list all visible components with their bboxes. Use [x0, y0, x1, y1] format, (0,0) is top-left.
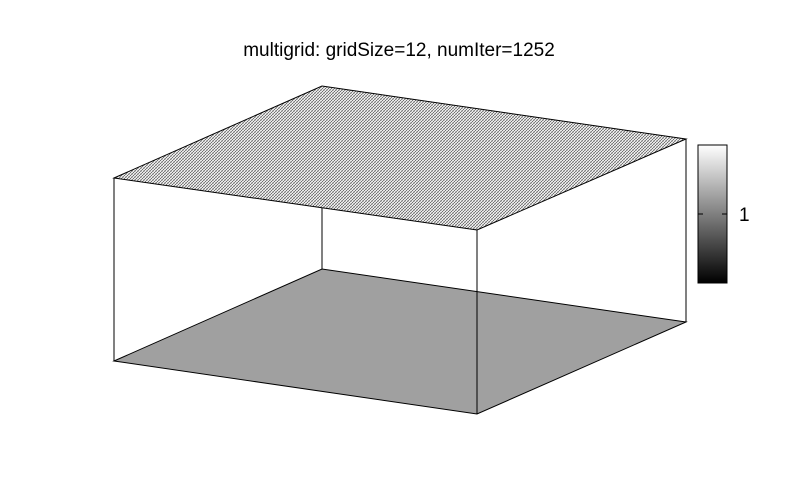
colorbar-ticks: 1	[698, 205, 750, 226]
colorbar-tick-label: 1	[739, 205, 750, 226]
colorbar: 1	[697, 144, 750, 284]
chart-title: multigrid: gridSize=12, numIter=1252	[243, 40, 555, 61]
surface-plane	[112, 85, 688, 231]
surface-floor	[112, 268, 688, 415]
box-front-edges	[113, 139, 687, 414]
